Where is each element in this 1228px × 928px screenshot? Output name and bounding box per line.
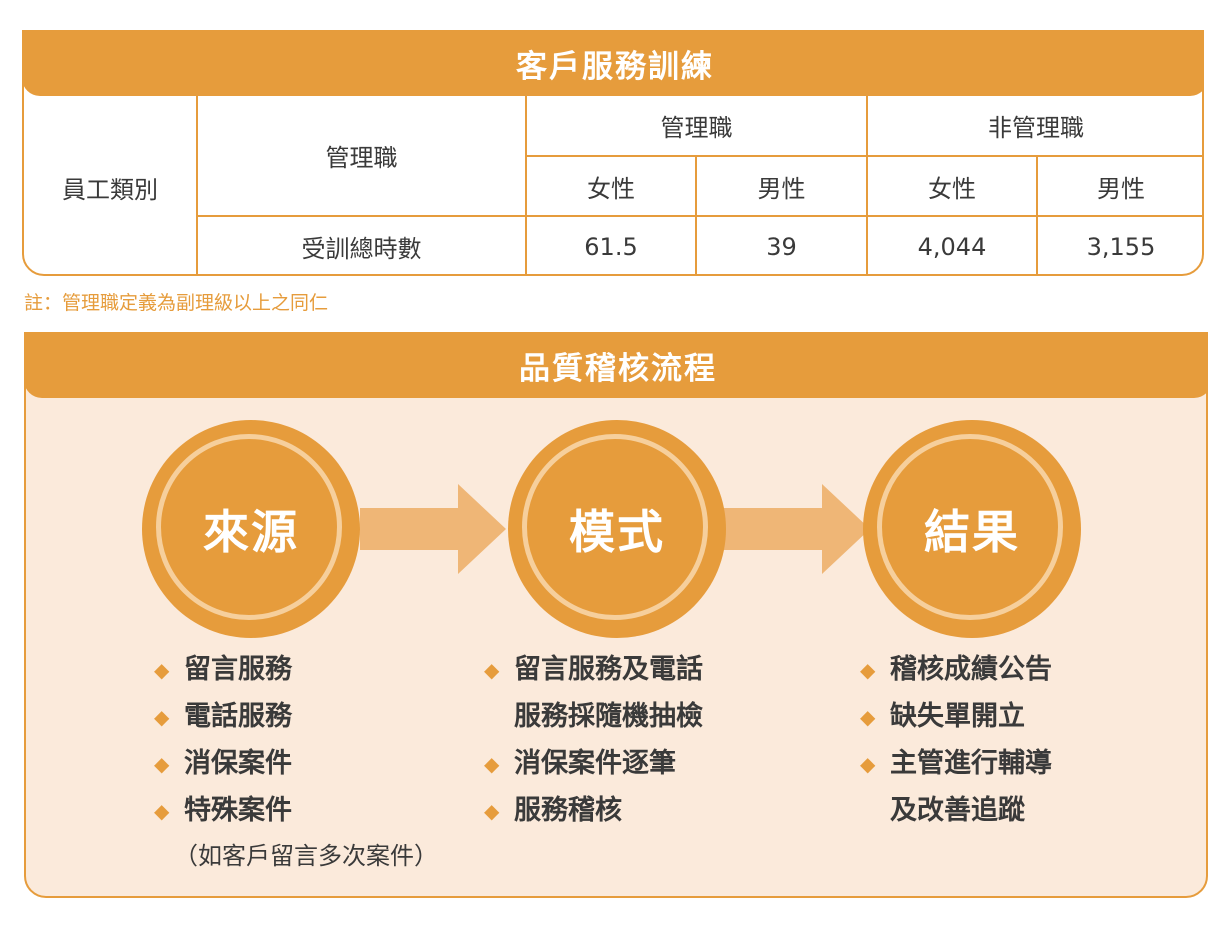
quality-audit-process-panel: 品質稽核流程 來源 模式 結果 ◆ 留言服務 ◆ 電話服務 ◆ 消保案件 ◆ <box>24 332 1208 898</box>
list-item-text: 特殊案件 <box>184 795 292 826</box>
circle-ring <box>522 434 708 620</box>
training-hours-value: 3,155 <box>1086 232 1156 261</box>
grid-line <box>196 215 1202 217</box>
list-item: ◆ 消保案件逐筆 <box>484 740 703 787</box>
grid-line <box>196 96 198 274</box>
list-item: ◆ 主管進行輔導 <box>860 740 1052 787</box>
list-item-note: （如客戶留言多次案件） <box>174 842 438 870</box>
diamond-icon: ◆ <box>154 705 170 729</box>
list-item: ◆ 消保案件 <box>154 740 438 787</box>
training-table-title: 客戶服務訓練 <box>24 32 1202 96</box>
list-item: ◆ 稽核成績公告 <box>860 646 1052 693</box>
training-hours-value: 39 <box>766 232 797 261</box>
list-item-continuation: ◆ 服務採隨機抽檢 <box>484 693 703 740</box>
gender-header: 女性 <box>928 174 976 203</box>
grid-line <box>525 96 527 274</box>
management-definition-note: 註：管理職定義為副理級以上之同仁 <box>24 292 329 314</box>
group-header-management: 管理職 <box>660 114 733 142</box>
list-item: ◆ 特殊案件 <box>154 787 438 834</box>
management-label: 管理職 <box>325 144 398 172</box>
source-item-list: ◆ 留言服務 ◆ 電話服務 ◆ 消保案件 ◆ 特殊案件 （如客戶留言多次案件） <box>154 646 438 878</box>
training-hours-label: 受訓總時數 <box>301 235 422 263</box>
diamond-icon: ◆ <box>860 658 876 682</box>
grid-line <box>866 96 868 274</box>
stage-label: 結果 <box>924 505 1020 559</box>
list-item-text: 電話服務 <box>184 701 292 732</box>
diamond-icon: ◆ <box>484 752 500 776</box>
diamond-icon: ◆ <box>484 658 500 682</box>
group-header-non-management: 非管理職 <box>988 114 1084 142</box>
diamond-icon: ◆ <box>860 752 876 776</box>
gender-header: 女性 <box>587 174 635 203</box>
result-item-list: ◆ 稽核成績公告 ◆ 缺失單開立 ◆ 主管進行輔導 ◆ 及改善追蹤 <box>860 646 1052 834</box>
list-item-continuation: ◆ 及改善追蹤 <box>860 787 1052 834</box>
list-item-text: 消保案件 <box>184 748 292 779</box>
circle-ring <box>877 434 1063 620</box>
list-item-text: 留言服務及電話 <box>514 654 703 685</box>
process-title: 品質稽核流程 <box>26 334 1206 398</box>
circle-ring <box>156 434 342 620</box>
stage-circle-mode: 模式 <box>508 420 726 638</box>
gender-header: 男性 <box>757 174 806 203</box>
stage-label: 來源 <box>203 505 299 559</box>
training-table: 客戶服務訓練 員工類別 管理職 管理職 非管理職 女性 男性 女性 男性 受訓總… <box>22 30 1204 276</box>
list-item-text: 留言服務 <box>184 654 292 685</box>
list-item-text: 缺失單開立 <box>890 701 1025 732</box>
mode-item-list: ◆ 留言服務及電話 ◆ 服務採隨機抽檢 ◆ 消保案件逐筆 ◆ 服務稽核 <box>484 646 703 834</box>
diamond-icon: ◆ <box>154 752 170 776</box>
list-item-text: 主管進行輔導 <box>890 748 1052 779</box>
diamond-icon: ◆ <box>484 799 500 823</box>
employee-type-label: 員工類別 <box>62 175 158 204</box>
list-item-text: 服務採隨機抽檢 <box>514 701 703 732</box>
diamond-icon: ◆ <box>154 658 170 682</box>
stage-circle-source: 來源 <box>142 420 360 638</box>
gender-header: 男性 <box>1097 174 1145 203</box>
diamond-icon: ◆ <box>860 705 876 729</box>
right-arrow-icon <box>724 484 870 574</box>
list-item: ◆ 缺失單開立 <box>860 693 1052 740</box>
list-item-text: 服務稽核 <box>514 795 622 826</box>
training-hours-value: 61.5 <box>584 232 638 261</box>
list-item-text: 及改善追蹤 <box>890 795 1025 826</box>
right-arrow-icon <box>360 484 506 574</box>
diamond-icon: ◆ <box>154 799 170 823</box>
list-item: ◆ 留言服務 <box>154 646 438 693</box>
stage-label: 模式 <box>569 505 665 559</box>
list-item: ◆ 留言服務及電話 <box>484 646 703 693</box>
stage-circle-result: 結果 <box>863 420 1081 638</box>
list-item: ◆ 電話服務 <box>154 693 438 740</box>
training-hours-value: 4,044 <box>917 232 987 261</box>
grid-line <box>525 155 1202 157</box>
list-item: ◆ 服務稽核 <box>484 787 703 834</box>
list-item-text: 消保案件逐筆 <box>514 748 676 779</box>
list-item-text: 稽核成績公告 <box>890 654 1052 685</box>
